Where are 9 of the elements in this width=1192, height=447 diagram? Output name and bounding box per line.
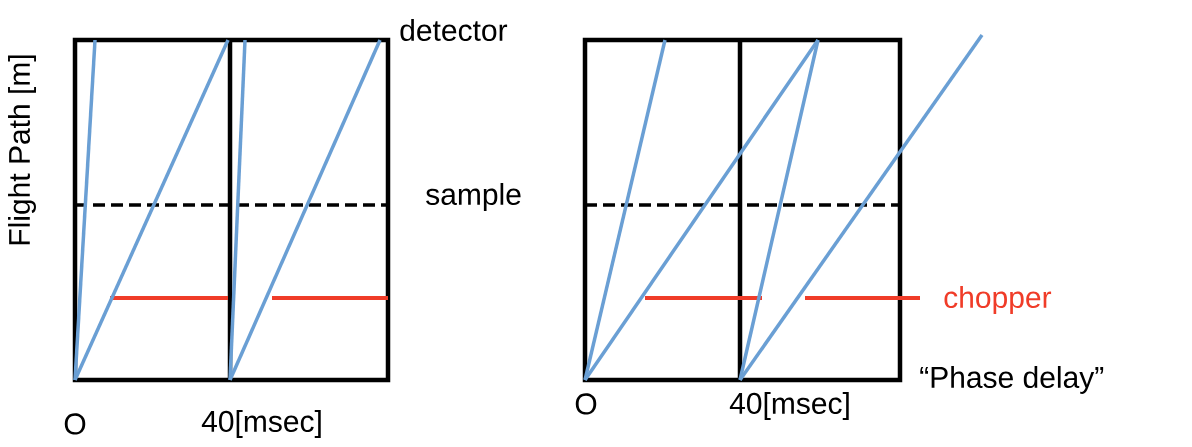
tick-label: 40[msec] [729, 392, 849, 420]
axis-label: Flight Path [m] [8, 55, 36, 245]
tick-label: O [64, 413, 86, 435]
position-label: sample [426, 183, 521, 211]
annotation-label: “Phase delay” [920, 366, 1104, 394]
position-label: detector [400, 19, 508, 41]
tick-label: O [575, 393, 597, 415]
tick-label: 40[msec] [201, 410, 321, 438]
position-label: chopper [944, 286, 1052, 314]
